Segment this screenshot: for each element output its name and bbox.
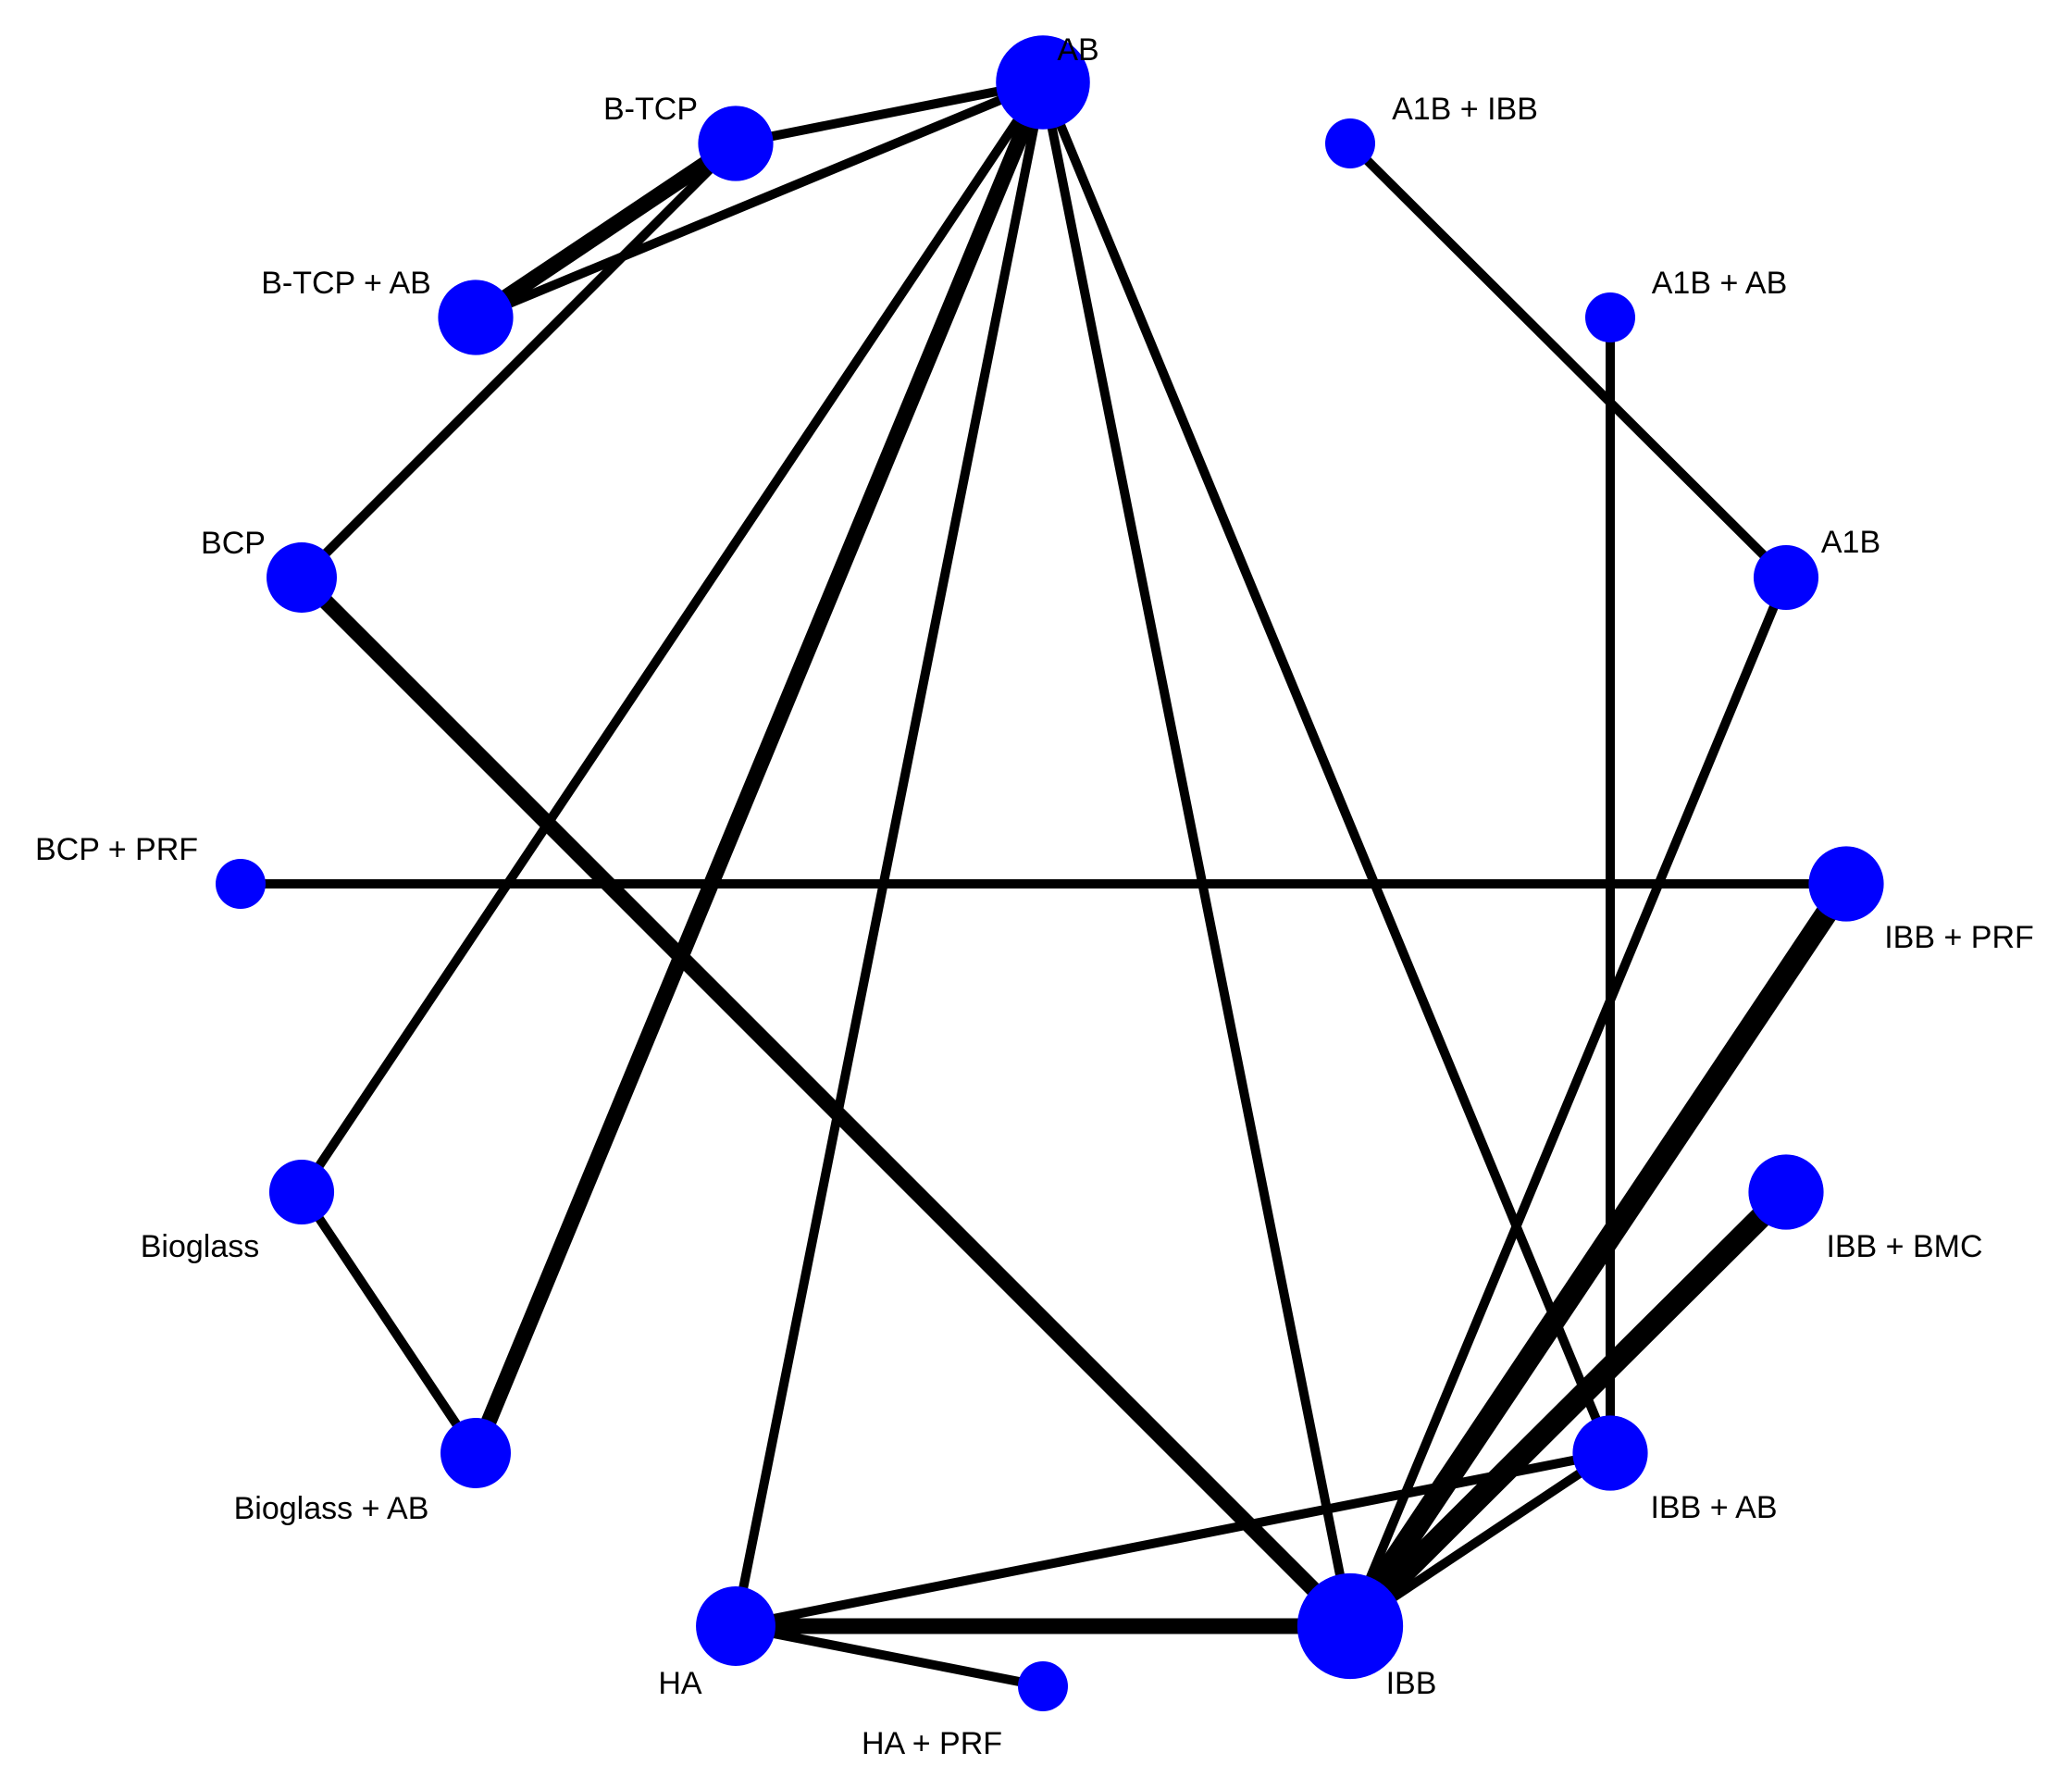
node-label-a1b-ab: A1B + AB bbox=[1652, 266, 1788, 301]
edge-ab-bioglass-ab bbox=[467, 74, 1051, 1461]
edge-a1b-a1b-ibb bbox=[1346, 139, 1791, 582]
node-label-ibb-bmc: IBB + BMC bbox=[1826, 1229, 1982, 1264]
node-label-ab: AB bbox=[1057, 32, 1098, 68]
nodes-layer bbox=[216, 35, 1884, 1711]
node-a1b-ab bbox=[1585, 292, 1635, 342]
node-ibb-bmc bbox=[1748, 1154, 1824, 1230]
node-label-bcp-prf: BCP + PRF bbox=[35, 832, 198, 867]
node-ha bbox=[696, 1586, 775, 1666]
node-ha-prf bbox=[1018, 1661, 1068, 1711]
node-label-ha-prf: HA + PRF bbox=[862, 1726, 1002, 1761]
labels-layer: AB A1B + IBB A1B + AB A1B IBB + PRF IBB + BMC… bbox=[35, 32, 2034, 1761]
edge-ha-ha-prf bbox=[731, 1622, 1048, 1691]
edge-ab-ibb-ab bbox=[1038, 78, 1615, 1458]
edge-btcp-btcp-ab bbox=[467, 135, 744, 326]
node-ibb-prf bbox=[1808, 846, 1884, 922]
node-bcp bbox=[267, 542, 337, 613]
node-label-ibb-ab: IBB + AB bbox=[1650, 1490, 1777, 1525]
edges-layer bbox=[236, 74, 1857, 1691]
edge-bioglass-bioglass-ab bbox=[297, 1187, 480, 1458]
node-ibb bbox=[1297, 1572, 1404, 1680]
node-label-bcp: BCP bbox=[201, 526, 266, 561]
node-a1b-ibb bbox=[1325, 118, 1375, 168]
edge-ibb-ibb-bmc bbox=[1339, 1181, 1797, 1637]
node-label-btcp: B-TCP bbox=[603, 92, 698, 127]
node-a1b bbox=[1753, 544, 1819, 611]
edge-ibb-ibb-prf bbox=[1339, 873, 1857, 1637]
edge-ab-bioglass bbox=[297, 78, 1048, 1197]
edge-ha-ibb-ab bbox=[731, 1448, 1615, 1631]
node-label-a1b-ibb: A1B + IBB bbox=[1392, 92, 1538, 127]
node-btcp-ab bbox=[438, 280, 514, 355]
node-ibb-ab bbox=[1572, 1415, 1648, 1491]
edge-ab-ha bbox=[731, 78, 1048, 1631]
node-label-ibb: IBB bbox=[1386, 1666, 1437, 1701]
node-ab bbox=[996, 35, 1090, 130]
node-label-bioglass-ab: Bioglass + AB bbox=[234, 1491, 429, 1526]
node-label-ibb-prf: IBB + PRF bbox=[1884, 920, 2034, 955]
node-label-ha: HA bbox=[658, 1666, 702, 1701]
edge-ab-ibb bbox=[1038, 78, 1355, 1631]
node-label-btcp-ab: B-TCP + AB bbox=[261, 266, 431, 301]
node-bcp-prf bbox=[216, 859, 266, 909]
node-bioglass-ab bbox=[440, 1418, 511, 1488]
node-label-a1b: A1B bbox=[1821, 525, 1880, 560]
edge-ab-btcp bbox=[731, 78, 1048, 148]
node-label-bioglass: Bioglass bbox=[141, 1229, 260, 1264]
node-bioglass bbox=[268, 1159, 335, 1225]
edge-ab-btcp-ab bbox=[471, 78, 1048, 322]
edge-bcp-ibb bbox=[293, 569, 1359, 1634]
edge-btcp-bcp bbox=[297, 139, 740, 582]
edge-ibb-a1b bbox=[1346, 573, 1791, 1631]
node-btcp bbox=[698, 106, 774, 181]
